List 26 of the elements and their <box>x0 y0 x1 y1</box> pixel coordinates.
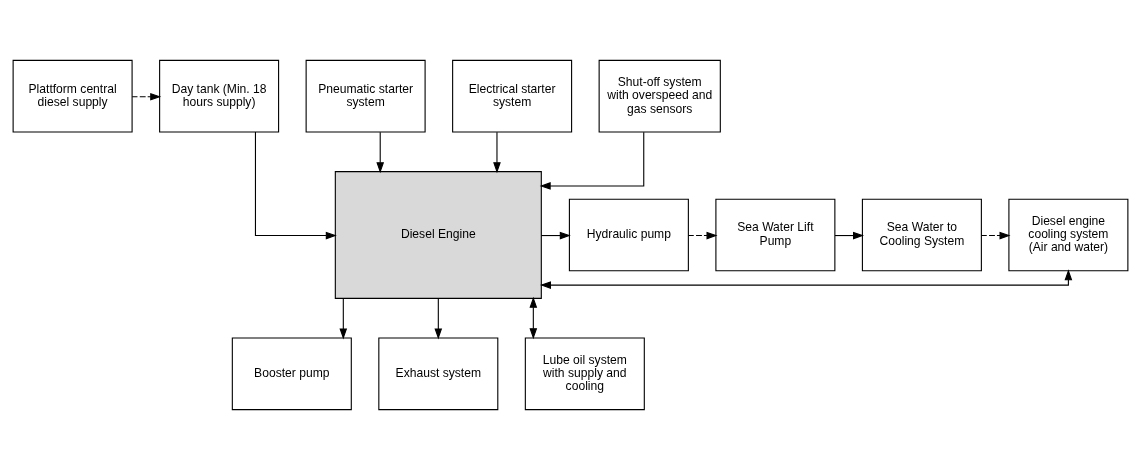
node-box: Sea Water to Cooling System <box>861 198 982 272</box>
arrow <box>529 296 538 340</box>
node-box: Plattform central diesel supply <box>12 59 133 133</box>
node-box: Diesel engine cooling system (Air and water) <box>1008 198 1129 272</box>
arrow <box>434 298 443 340</box>
node-box: Electrical starter system <box>452 59 573 133</box>
node-box: Shut-off system with overspeed and gas sensors <box>598 59 721 133</box>
arrow <box>339 298 348 340</box>
node-box: Exhaust system <box>378 337 499 411</box>
arrow <box>131 92 162 101</box>
arrow <box>539 131 645 190</box>
arrow <box>834 231 864 240</box>
arrow <box>540 269 1073 289</box>
arrow <box>493 131 501 174</box>
arrow <box>540 231 571 240</box>
node-box: Day tank (Min. 18 hours supply) <box>159 59 280 133</box>
arrow <box>254 131 337 240</box>
arrow <box>687 231 718 240</box>
arrow <box>376 131 385 174</box>
node-box: Diesel Engine <box>334 171 542 299</box>
node-box: Sea Water Lift Pump <box>715 198 836 272</box>
arrow <box>980 231 1011 240</box>
node-box: Booster pump <box>231 337 352 411</box>
node-box: Lube oil system with supply and cooling <box>524 337 645 411</box>
node-box: Pneumatic starter system <box>305 59 426 133</box>
node-box: Hydraulic pump <box>568 198 689 272</box>
